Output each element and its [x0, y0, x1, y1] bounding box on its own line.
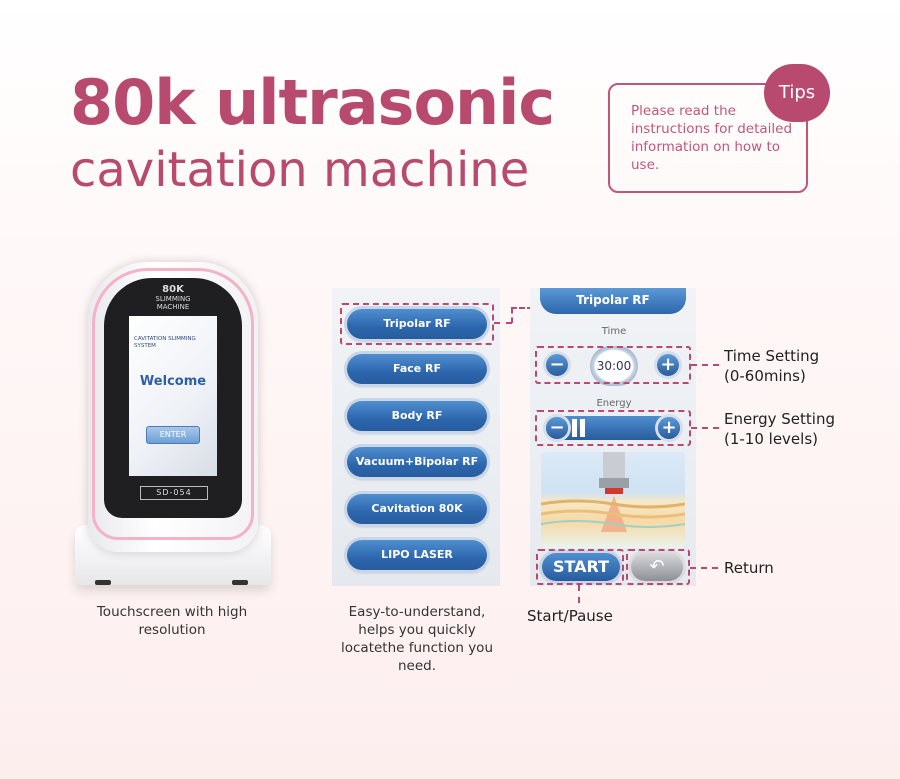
treatment-illustration-graphic [541, 452, 685, 532]
menu-item-lipo-laser[interactable]: LIPO LASER [347, 540, 487, 570]
start-callout-line [578, 585, 580, 603]
plus-icon: + [661, 417, 677, 438]
device-screen-system: CAVITATION SLIMMING SYSTEM [134, 336, 196, 349]
plus-icon: + [660, 354, 676, 375]
device-brand-line2: SLIMMING [155, 295, 191, 303]
menu-caption: Easy-to-understand, helps you quickly lo… [341, 604, 493, 674]
tips-badge: Tips [764, 64, 830, 122]
start-callout-label: Start/Pause [527, 607, 613, 625]
device-foot-left [95, 580, 111, 585]
treatment-illustration [541, 452, 685, 548]
energy-highlight-box [535, 410, 691, 446]
tips-text: Please read the instructions for detaile… [631, 103, 793, 173]
start-highlight-box [536, 549, 624, 585]
time-callout-title: Time Setting [724, 347, 820, 365]
page-subtitle: cavitation machine [70, 142, 530, 198]
menu-item-face-rf[interactable]: Face RF [347, 354, 487, 384]
energy-callout-title: Energy Setting [724, 410, 835, 428]
time-display: 30:00 [590, 346, 638, 386]
menu-item-body-rf[interactable]: Body RF [347, 401, 487, 431]
menu-item-cavitation-80k[interactable]: Cavitation 80K [347, 494, 487, 524]
connector-line-vertical [511, 308, 513, 323]
return-callout-label: Return [724, 559, 774, 577]
energy-callout-line [691, 427, 719, 429]
energy-plus-button[interactable]: + [658, 417, 680, 439]
page-title: 80k ultrasonic [70, 66, 555, 139]
time-plus-button[interactable]: + [657, 354, 679, 376]
device-model-label: SD-054 [140, 486, 208, 500]
device-screen-welcome: Welcome [139, 374, 207, 389]
device-screen[interactable] [129, 316, 217, 476]
device-caption: Touchscreen with high resolution [96, 604, 248, 638]
energy-minus-button[interactable]: − [546, 417, 568, 439]
menu-item-vacuum-bipolar-rf[interactable]: Vacuum+Bipolar RF [347, 447, 487, 477]
time-callout-line [691, 364, 719, 366]
time-highlight-box [535, 346, 691, 384]
device-brand-line3: MACHINE [156, 303, 190, 311]
device-brand-line1: 80K [162, 284, 184, 295]
minus-icon: − [549, 417, 565, 438]
device-brand: 80K SLIMMING MACHINE [104, 284, 242, 311]
time-label: Time [601, 326, 627, 337]
menu-item-tripolar-rf[interactable]: Tripolar RF [347, 309, 487, 339]
return-highlight-box [626, 549, 690, 585]
return-callout-line [690, 567, 718, 569]
energy-callout-range: (1-10 levels) [724, 430, 818, 448]
energy-level-bar-2 [580, 419, 585, 437]
energy-level-bar-1 [572, 419, 577, 437]
start-button[interactable]: START [542, 553, 620, 581]
connector-line-top [511, 307, 541, 309]
return-arrow-icon: ↶ [649, 556, 665, 577]
device-enter-button[interactable]: ENTER [146, 426, 200, 444]
connector-line [494, 322, 512, 324]
energy-label: Energy [596, 398, 632, 409]
control-header: Tripolar RF [540, 288, 686, 314]
minus-icon: − [549, 354, 565, 375]
device-pink-rim [92, 268, 254, 540]
time-callout-range: (0-60mins) [724, 367, 806, 385]
menu-highlight-box [340, 303, 494, 345]
return-button[interactable]: ↶ [631, 553, 683, 581]
tips-box [608, 83, 808, 193]
device-foot-right [232, 580, 248, 585]
time-minus-button[interactable]: − [546, 354, 568, 376]
